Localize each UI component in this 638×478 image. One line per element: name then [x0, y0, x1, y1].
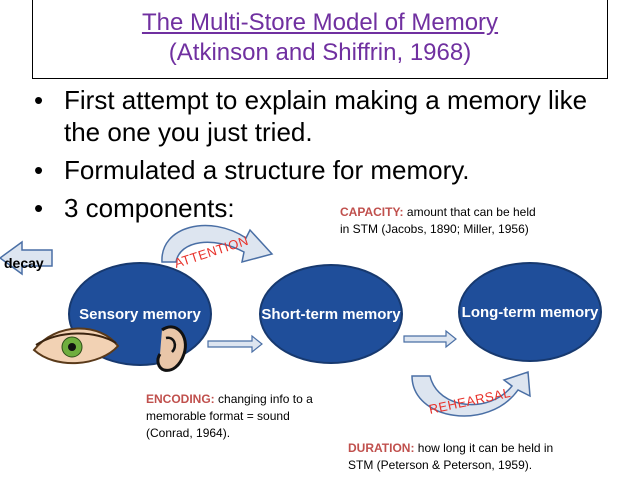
- ear-icon: [156, 325, 187, 372]
- encoding-text: changing info to a memorable format = so…: [146, 392, 313, 440]
- attention-arrow: [161, 224, 274, 264]
- subtitle: (Atkinson and Shiffrin, 1968): [168, 39, 472, 66]
- sensory-to-stm-arrow: [207, 334, 263, 354]
- capacity-note: CAPACITY: amount that can be held in STM…: [340, 204, 540, 238]
- bullet-item: •Formulated a structure for memory.: [34, 155, 470, 185]
- stm-to-ltm-arrow: [403, 329, 457, 349]
- bullet-list: •First attempt to explain making a memor…: [34, 84, 614, 230]
- decay-label: decay: [4, 255, 44, 271]
- encoding-note: ENCODING: changing info to a memorable f…: [146, 391, 336, 442]
- duration-text: how long it can be held in STM (Peterson…: [348, 441, 554, 472]
- bullet-item: •3 components:: [34, 193, 235, 223]
- bullet-text: First attempt to explain making a memory…: [64, 85, 588, 147]
- bullet-text: 3 components:: [64, 193, 235, 223]
- duration-key: DURATION:: [348, 441, 415, 455]
- capacity-text: amount that can be held in STM (Jacobs, …: [340, 205, 536, 236]
- short-term-memory-node: Short-term memory: [259, 264, 403, 364]
- capacity-key: CAPACITY:: [340, 205, 404, 219]
- bullet-item: •First attempt to explain making a memor…: [34, 85, 588, 147]
- eye-icon: [32, 327, 120, 365]
- title-box: The Multi-Store Model of Memory (Atkinso…: [32, 0, 608, 79]
- long-term-memory-node: Long-term memory: [458, 262, 602, 362]
- encoding-key: ENCODING:: [146, 392, 215, 406]
- bullet-text: Formulated a structure for memory.: [64, 155, 470, 185]
- title: The Multi-Store Model of Memory: [141, 9, 499, 36]
- rehearsal-arrow: [411, 370, 531, 417]
- decay-arrow: [0, 240, 53, 276]
- duration-note: DURATION: how long it can be held in STM…: [348, 440, 578, 474]
